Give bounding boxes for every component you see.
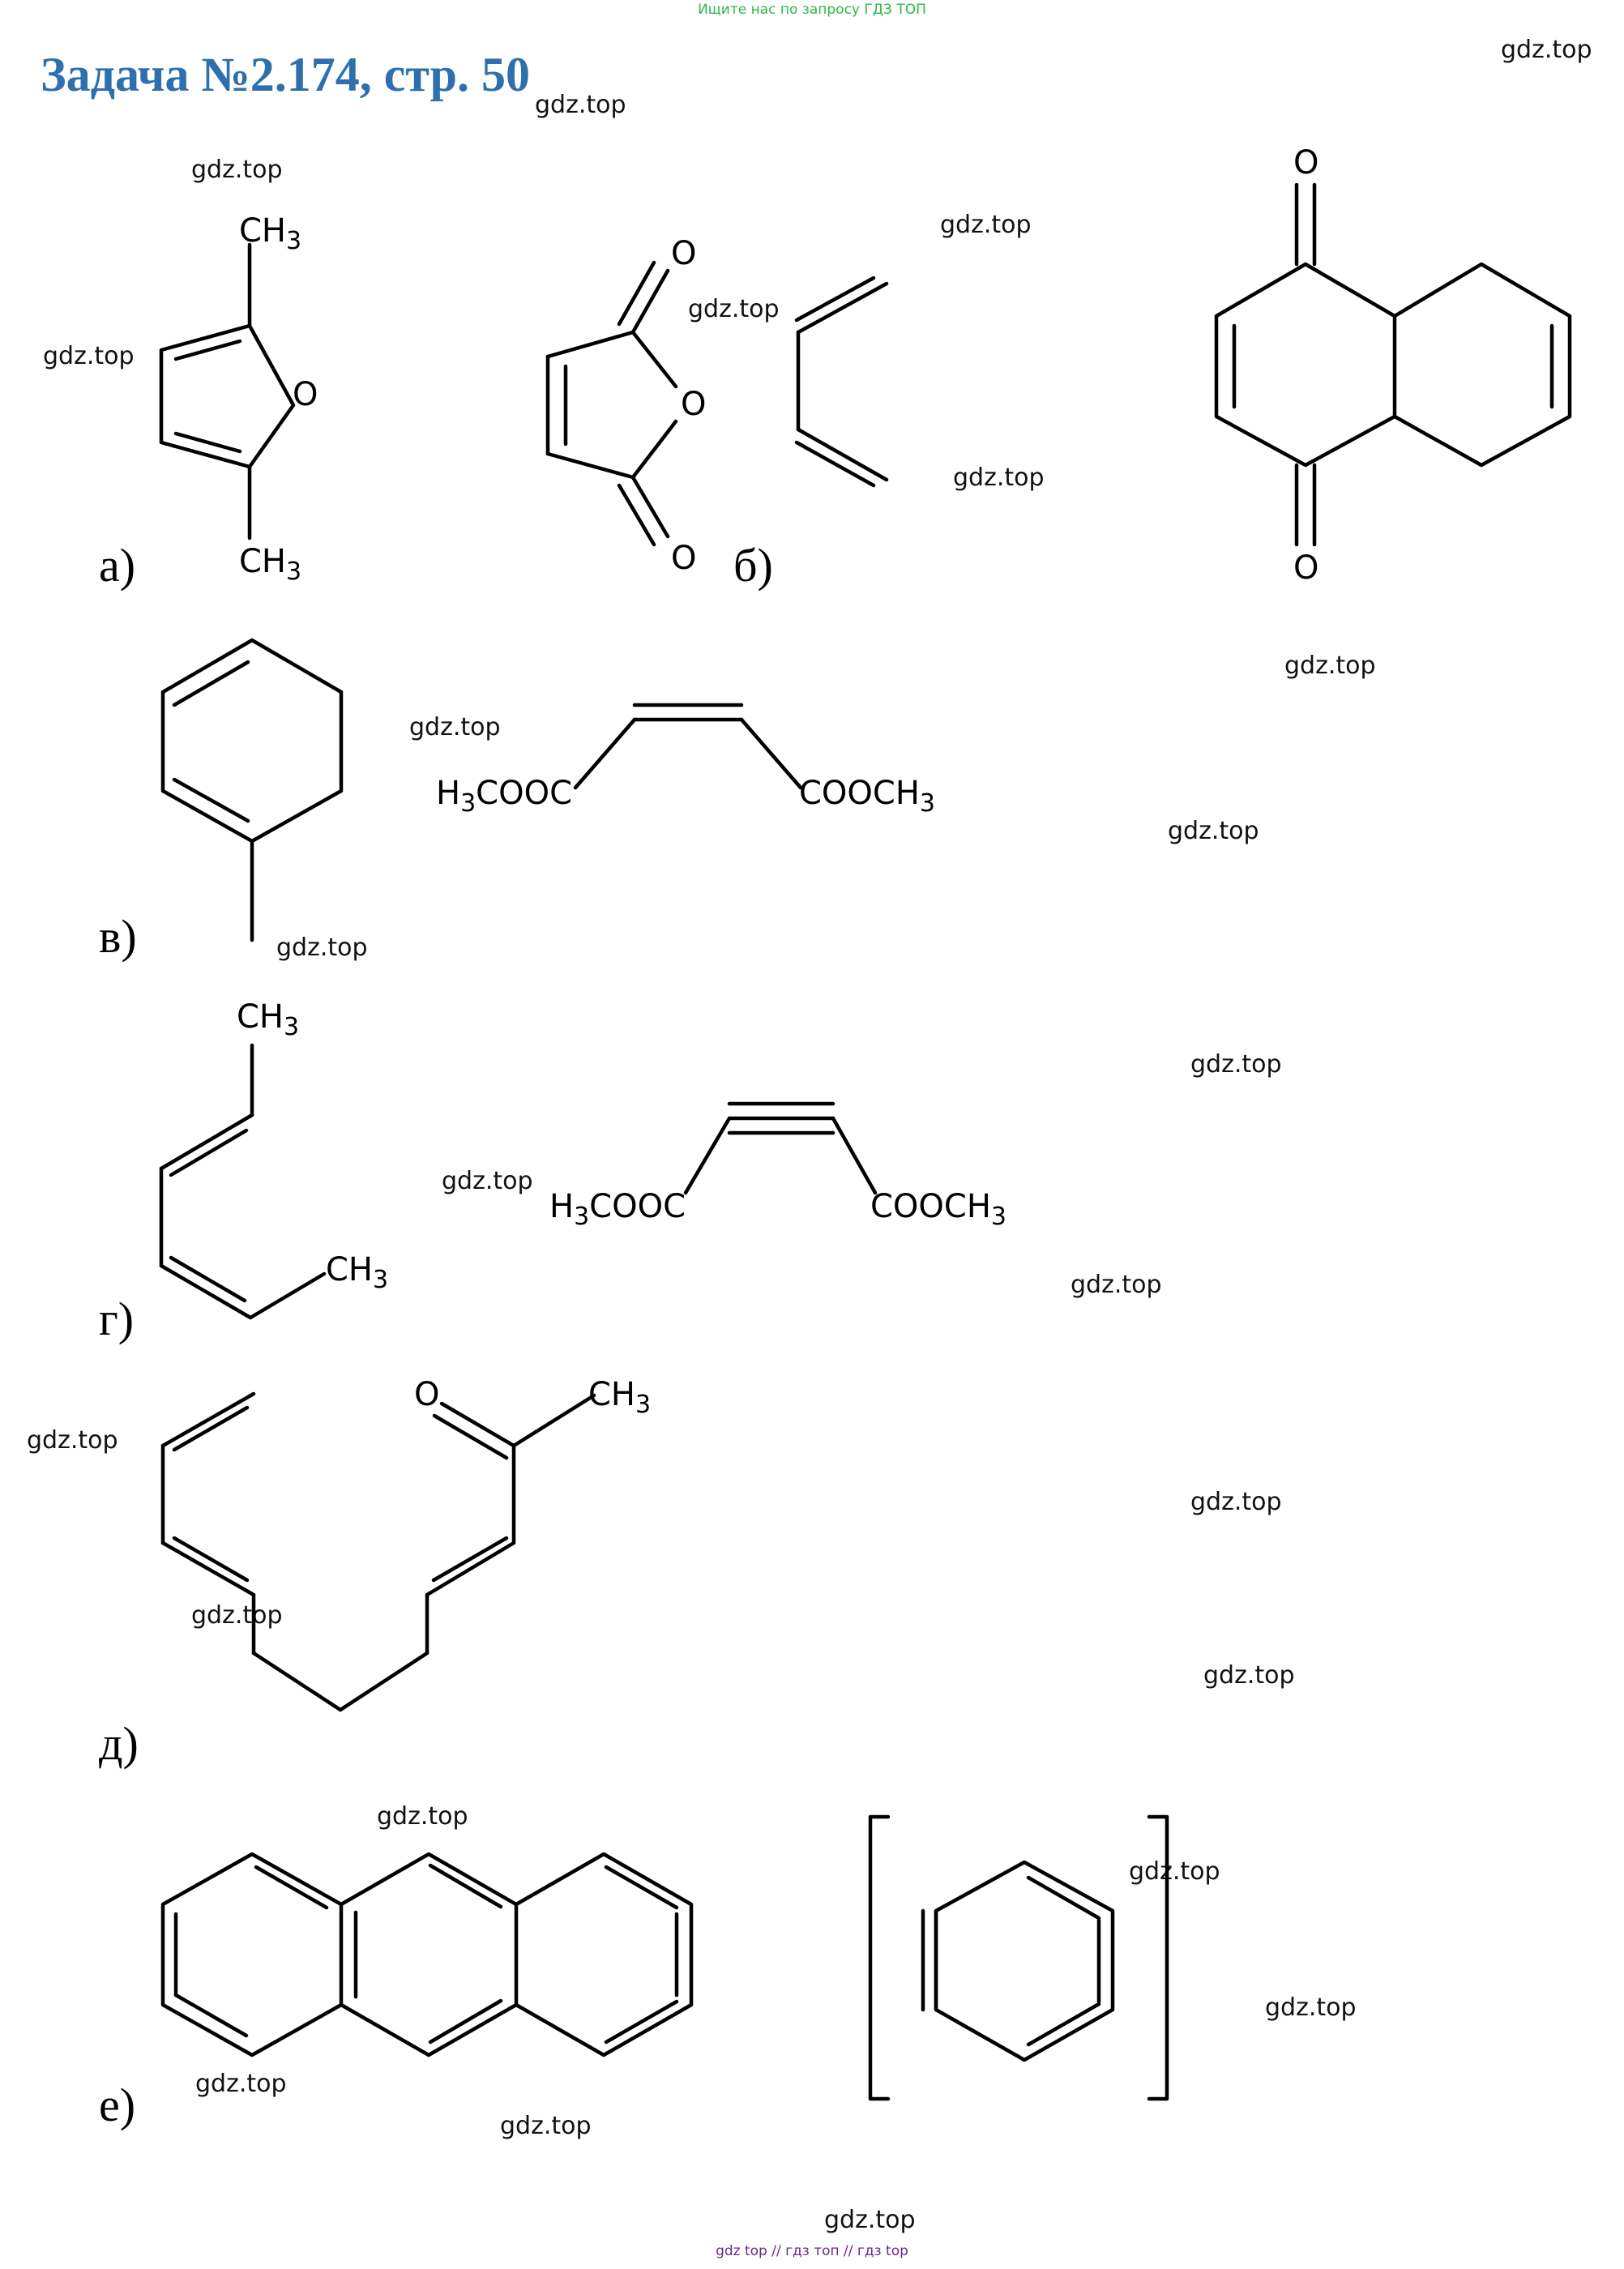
watermark: gdz.top [824,2206,916,2234]
label-b: б) [733,539,773,592]
watermark: gdz.top [43,342,135,370]
watermark: gdz.top [1190,1050,1282,1079]
label-d: д) [99,1717,139,1770]
structure-trienone: O CH3 [160,1376,651,1712]
ester-group-left: H3COOC [436,775,572,818]
carbonyl-oxygen-bottom: O [671,540,696,577]
watermark: gdz.top [940,211,1032,239]
watermark: gdz.top [27,1426,118,1455]
watermark: gdz.top [1284,652,1376,680]
watermark: gdz.top [1190,1488,1282,1516]
structure-benzyne [868,1814,1169,2101]
top-notice: Ищите нас по запросу ГДЗ ТОП [698,2,926,18]
watermark: gdz.top [191,1601,283,1630]
label-e: е) [99,2079,136,2131]
ketone-oxygen: O [414,1376,439,1413]
structure-hexadiene: CH3 CH3 [159,998,388,1320]
ester-group-left: H3COOC [549,1188,686,1231]
label-v: в) [99,910,137,963]
ch3-top: CH3 [239,212,301,255]
ester-group-right: COOCH3 [870,1188,1006,1231]
structure-dimethyl-acetylenedicarboxylate: H3COOC COOCH3 [549,1101,1006,1231]
ester-group-right: COOCH3 [799,775,935,818]
structure-methylcyclohexadiene [160,638,344,942]
watermark: gdz.top [195,2070,287,2098]
watermark: gdz.top [409,713,501,741]
structure-maleic-anhydride: O O O [545,235,706,577]
page-title: Задача №2.174, стр. 50 [41,48,530,101]
watermark: gdz.top [1501,36,1592,64]
watermark: gdz.top [1129,1857,1220,1886]
label-a: а) [99,539,136,592]
watermark: gdz.top [442,1167,533,1195]
ring-oxygen: O [681,386,706,423]
watermark: gdz.top [1265,1993,1357,2022]
structure-butadiene [794,276,889,488]
watermark: gdz.top [688,295,780,323]
watermark: gdz.top [500,2112,592,2140]
watermark: gdz.top [276,934,368,962]
quinone-oxygen-top: O [1293,144,1318,182]
watermark: gdz.top [1071,1271,1162,1299]
carbonyl-oxygen-top: O [671,235,696,272]
structure-anthracene [160,1852,694,2057]
ch3-ketone: CH3 [588,1376,651,1419]
watermark: gdz.top [191,156,283,184]
watermark: gdz.top [1168,817,1259,845]
ch3-bottom: CH3 [239,543,301,586]
structure-dimethyl-maleate: H3COOC COOCH3 [436,703,935,818]
structure-dimethylfuran: CH3 O CH3 [159,212,318,586]
label-g: г) [99,1293,135,1345]
footer-links: gdz top // гдз топ // гдз top [716,2243,908,2259]
furan-oxygen: O [293,376,318,413]
ch3-top: CH3 [237,998,299,1041]
watermark: gdz.top [377,1802,468,1831]
watermark: gdz.top [535,91,626,119]
ch3-end: CH3 [326,1251,388,1294]
watermark: gdz.top [953,464,1045,492]
structure-naphthoquinone-adduct: O O [1214,144,1572,587]
watermark: gdz.top [1203,1661,1295,1690]
quinone-oxygen-bottom: O [1293,549,1318,587]
